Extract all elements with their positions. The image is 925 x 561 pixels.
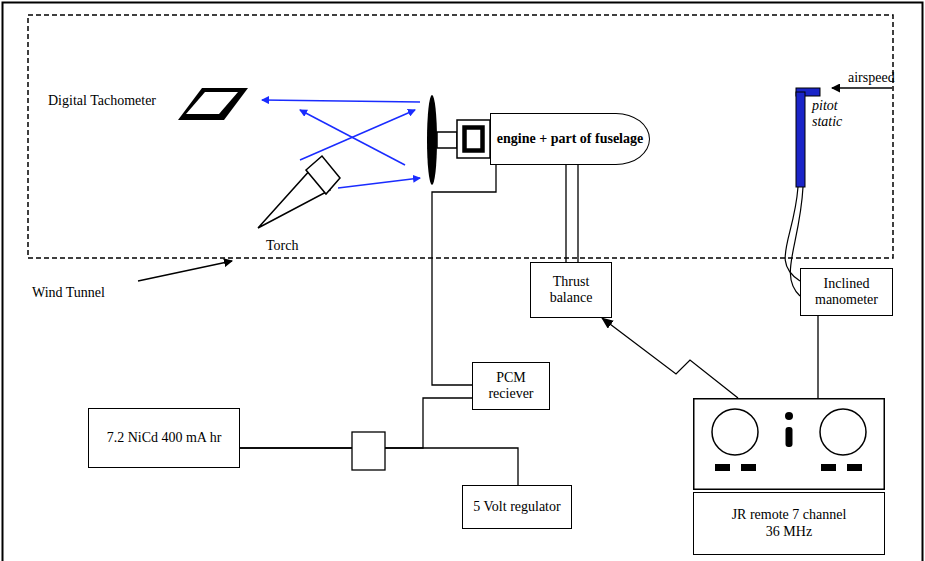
engine-mount [457, 120, 490, 158]
propeller [427, 95, 437, 185]
box-text: 5 Volt regulator [473, 499, 560, 515]
pitot-static-tube [796, 92, 805, 187]
connector-line [566, 165, 578, 262]
junction-box [352, 432, 385, 470]
remote-caption-box: JR remote 7 channel 36 MHz [693, 492, 885, 555]
light-ray-arrow [300, 110, 415, 160]
remote-part [821, 464, 836, 471]
part-label: Wind Tunnel [32, 285, 105, 301]
torch-symbol [306, 156, 340, 194]
connector-line [817, 316, 818, 398]
remote-part [847, 464, 862, 471]
connector-arrow [602, 318, 738, 398]
tachometer-symbol [186, 92, 238, 114]
tachometer-symbol [178, 88, 248, 120]
light-ray-arrow [262, 100, 420, 102]
remote-unit: JR remote 7 channel 36 MHz [693, 398, 885, 555]
torch-symbol [258, 156, 340, 228]
receiver-box: PCM reciever [472, 362, 550, 410]
balance-box: Thrust balance [530, 262, 612, 318]
connector-line [432, 165, 496, 385]
box-text: engine + part of fuselage [497, 131, 643, 147]
light-ray-arrow [262, 100, 420, 188]
box-text: 7.2 NiCd 400 mA hr [107, 430, 222, 446]
control-stick [820, 409, 866, 455]
engine-mount [437, 120, 490, 158]
box-text: Thrust balance [536, 274, 606, 306]
light-ray-arrow [338, 178, 420, 188]
control-stick [785, 412, 793, 420]
battery-box: 7.2 NiCd 400 mA hr [88, 408, 240, 468]
part-label: Digital Tachometer [48, 93, 156, 109]
box-text: Inclined manometer [806, 276, 887, 308]
part-label: pitot static [812, 98, 856, 130]
tachometer-symbol [178, 88, 248, 120]
pointer-arrow [138, 261, 232, 281]
engine-box: engine + part of fuselage [490, 113, 650, 165]
remote-part [694, 399, 885, 490]
engine-mount [463, 126, 484, 152]
pressure-tube [785, 187, 800, 281]
control-stick [712, 409, 758, 455]
airspeed-arrow [832, 87, 892, 88]
remote-control-drawing [693, 398, 885, 490]
engine-mount [466, 129, 481, 149]
page-frame [3, 3, 923, 561]
regulator-box: 5 Volt regulator [462, 485, 572, 529]
remote-part [741, 464, 756, 471]
flow-label: airspeed [848, 70, 895, 86]
box-text: PCM reciever [478, 370, 544, 402]
remote-part [786, 427, 793, 447]
wind-tunnel-outline [28, 15, 893, 258]
box-text: JR remote 7 channel 36 MHz [724, 507, 854, 539]
manometer-box: Inclined manometer [800, 268, 893, 316]
engine-mount [437, 132, 457, 148]
part-label: Torch [266, 238, 298, 254]
page-frame [3, 3, 923, 561]
remote-part [715, 464, 730, 471]
